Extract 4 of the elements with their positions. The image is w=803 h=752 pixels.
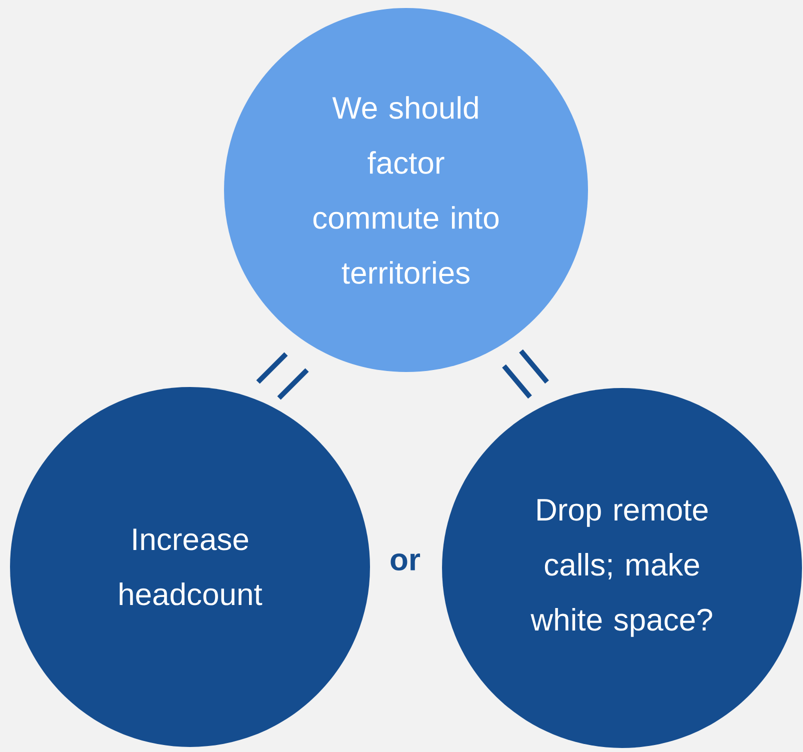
connector-word: or <box>390 554 420 570</box>
circle-node: We should factor commute into territories <box>224 8 588 372</box>
circle-node: Increase headcount <box>10 387 370 747</box>
circle-node: Drop remote calls; make white space? <box>442 388 802 748</box>
